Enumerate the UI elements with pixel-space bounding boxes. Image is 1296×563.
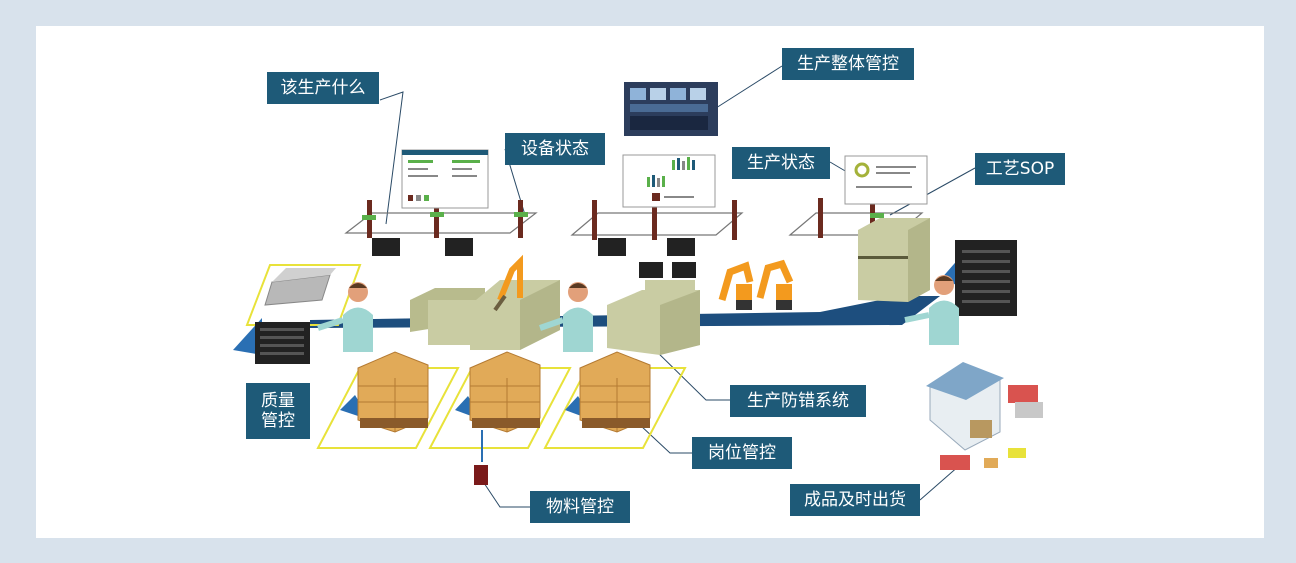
worker-1 (317, 282, 373, 352)
label-production-status: 生产状态 (732, 147, 830, 179)
material-marker (474, 430, 488, 485)
screen-production-status (844, 155, 928, 205)
pallet-1 (316, 351, 460, 449)
label-process-sop: 工艺SOP (975, 153, 1065, 185)
gantry-1 (344, 200, 538, 256)
label-what-to-produce: 该生产什么 (267, 72, 379, 104)
worker-3 (904, 275, 959, 345)
label-material-control: 物料管控 (530, 491, 630, 523)
label-finished-goods-shipping: 成品及时出货 (790, 484, 920, 516)
label-station-control: 岗位管控 (692, 437, 792, 469)
worker-2 (539, 282, 593, 352)
input-server-stack (233, 318, 310, 364)
screen-equipment-status (622, 154, 716, 208)
warehouse-icon (926, 362, 1043, 470)
sop-cabinet (858, 213, 930, 302)
label-error-proofing: 生产防错系统 (730, 385, 866, 417)
output-server-stack (940, 240, 1017, 316)
control-room-image (624, 82, 718, 136)
label-quality-control: 质量 管控 (246, 383, 310, 439)
machine-2 (607, 280, 700, 355)
gantry-2 (570, 200, 744, 278)
label-equipment-status: 设备状态 (505, 133, 605, 165)
machine-1 (410, 280, 560, 350)
robot-arm-1 (493, 254, 523, 312)
pallet-3 (543, 351, 687, 449)
label-overall-control: 生产整体管控 (782, 48, 914, 80)
pallet-2 (428, 351, 572, 449)
screen-what-to-produce (401, 149, 489, 209)
robot-arms-2 (718, 259, 794, 310)
